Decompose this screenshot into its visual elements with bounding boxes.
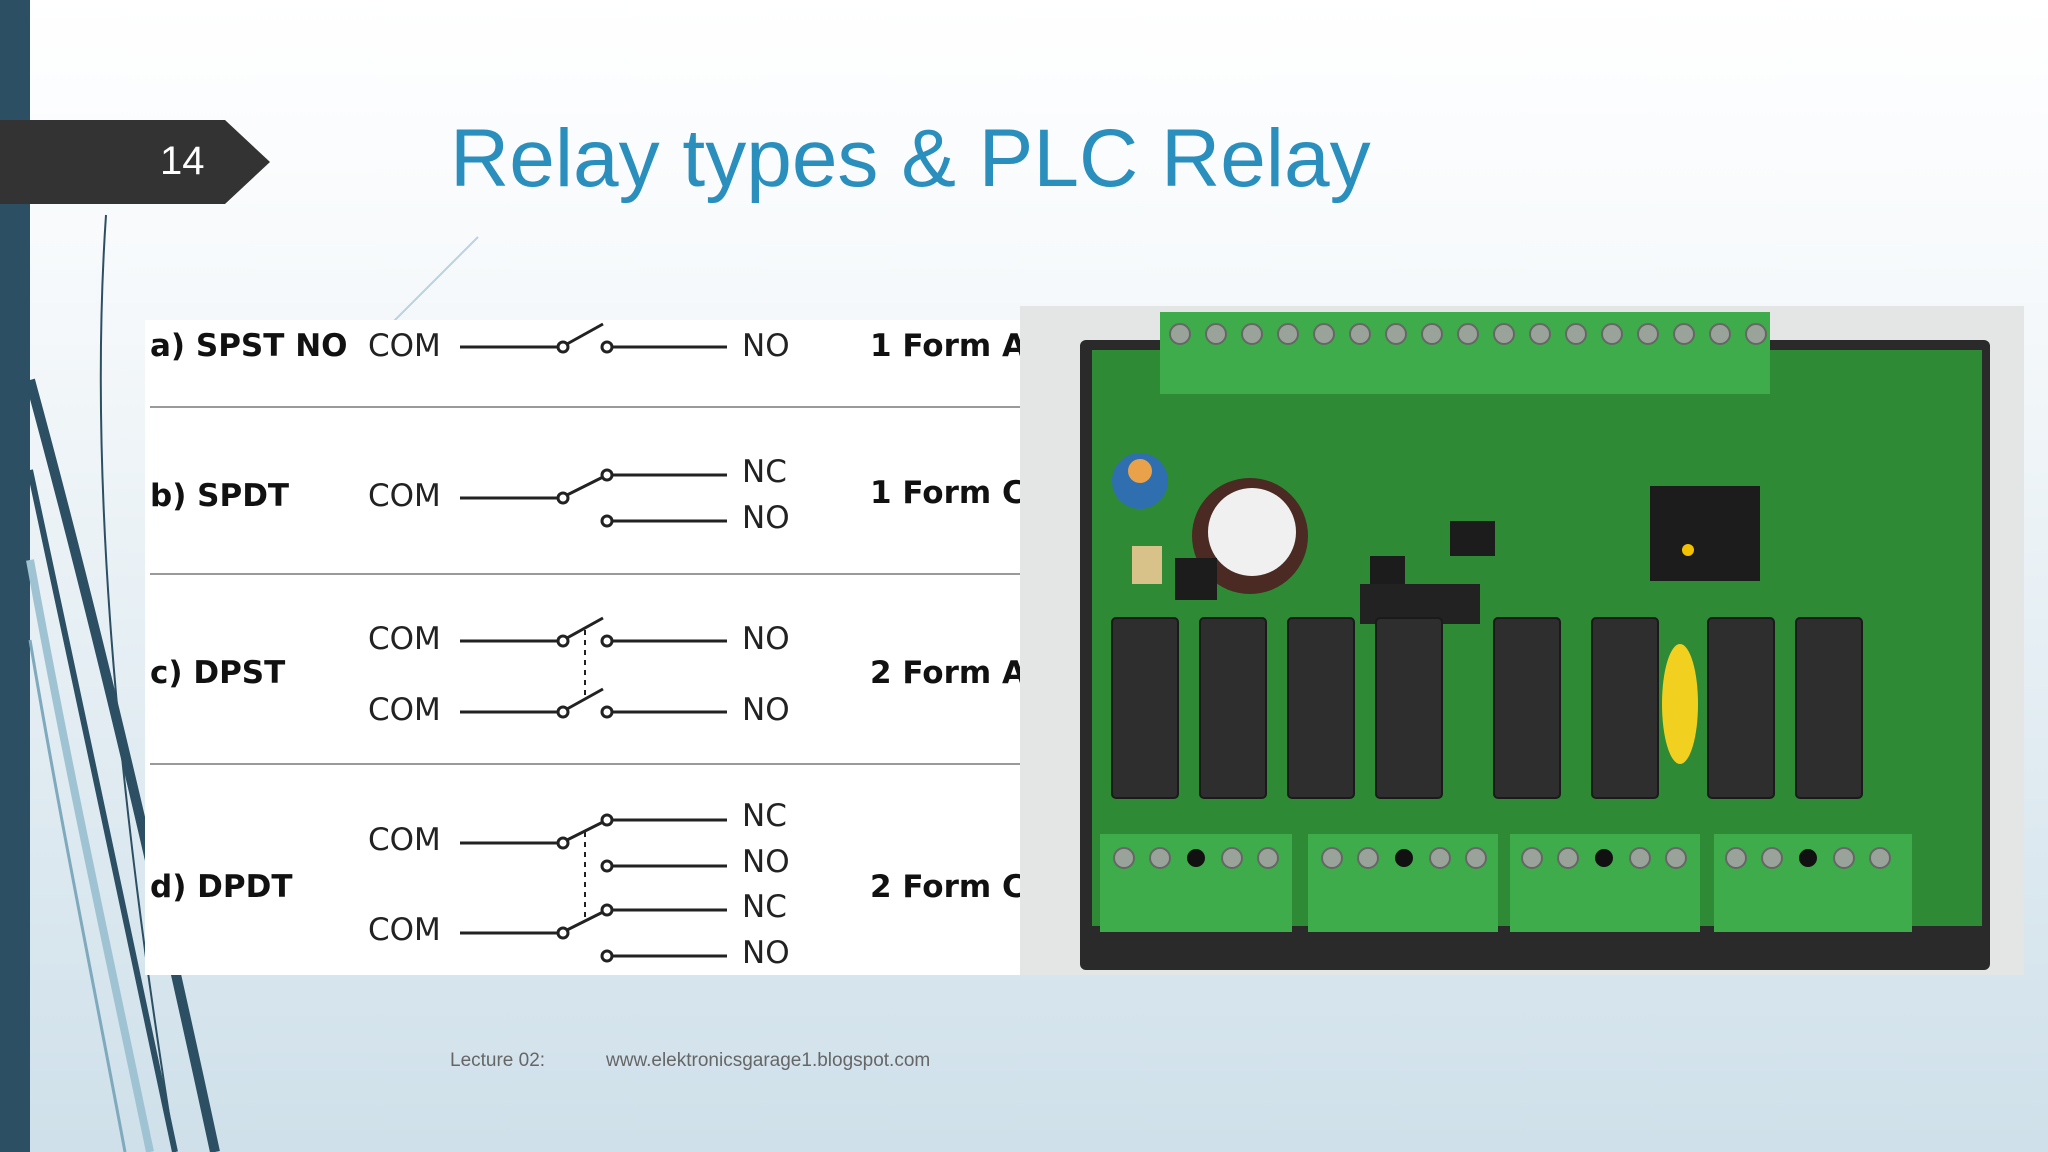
relay-form-label: 1 Form C [870,475,1025,511]
plc-relay-board-photo [1020,306,2024,975]
pin-label: NO [742,500,790,536]
slide-title: Relay types & PLC Relay [450,113,1371,204]
title-accent-line [393,236,479,322]
row-divider [150,406,1020,408]
relay-form-label: 2 Form A [870,655,1026,691]
pin-label: COM [368,478,441,514]
pin-label: NC [742,889,787,925]
slide-number-tab [0,120,270,204]
relay-types-diagram: a) SPST NO COM NO 1 Form A b) SPDT COM N… [145,320,1026,975]
relay-type-label: a) SPST NO [150,328,348,364]
relay-type-label: d) DPDT [150,869,293,905]
pin-label: NO [742,692,790,728]
pin-label: NO [742,844,790,880]
relay-form-label: 1 Form A [870,328,1026,364]
relay-contact-schematic [460,322,727,963]
relay-type-label: b) SPDT [150,478,290,514]
relay-type-label: c) DPST [150,655,286,691]
pin-label: NO [742,621,790,657]
decorative-swoosh-lines [25,214,220,1152]
pin-label: COM [368,621,441,657]
footer-url: www.elektronicsgarage1.blogspot.com [606,1050,931,1071]
pin-label: NC [742,798,787,834]
pin-label: COM [368,692,441,728]
pin-label: NC [742,454,787,490]
row-divider [150,573,1020,575]
pin-label: NO [742,935,790,971]
slide-number: 14 [160,139,205,183]
relay-form-label: 2 Form C [870,869,1025,905]
pin-label: NO [742,328,790,364]
pin-label: COM [368,328,441,364]
pin-label: COM [368,822,441,858]
pin-label: COM [368,912,441,948]
footer-lecture: Lecture 02: [450,1050,546,1071]
row-divider [150,763,1020,765]
